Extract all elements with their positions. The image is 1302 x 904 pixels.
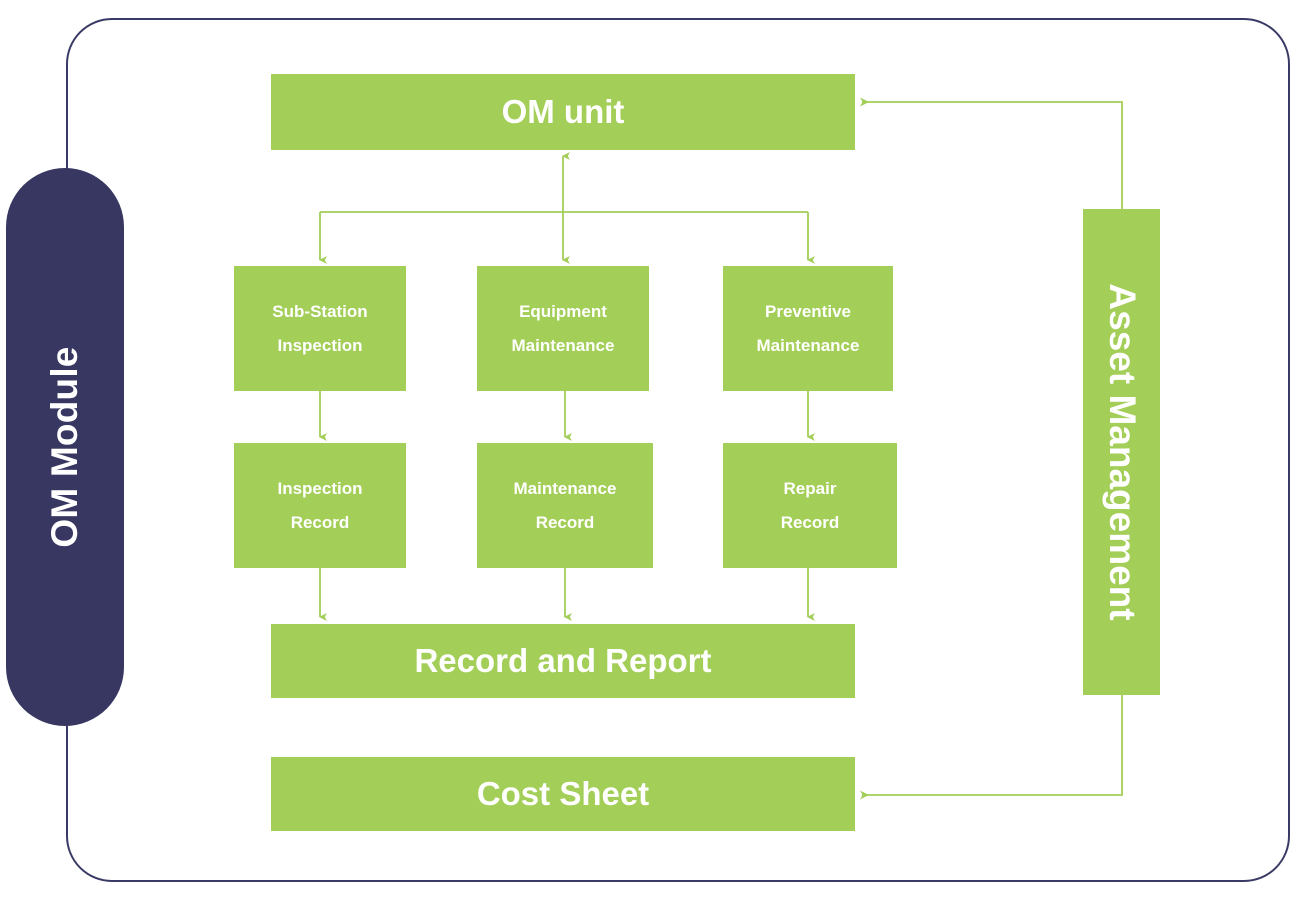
node-maintenance-record[interactable]: Maintenance Record — [477, 443, 653, 568]
node-record-and-report[interactable]: Record and Report — [271, 624, 855, 698]
node-record-and-report-label: Record and Report — [414, 641, 712, 679]
node-cost-sheet[interactable]: Cost Sheet — [271, 757, 855, 831]
node-preventive-maintenance-line1: Preventive — [764, 301, 851, 321]
node-equipment-maintenance-line1: Equipment — [519, 301, 607, 321]
node-om-unit[interactable]: OM unit — [271, 74, 855, 150]
node-repair-record-line1: Repair — [783, 478, 837, 498]
node-preventive-maintenance[interactable]: Preventive Maintenance — [723, 266, 893, 391]
node-equipment-maintenance-line2: Maintenance — [511, 335, 615, 355]
node-asset-management[interactable]: Asset Management — [1083, 209, 1160, 695]
node-preventive-maintenance-line2: Maintenance — [756, 335, 860, 355]
node-om-unit-label: OM unit — [501, 92, 625, 130]
om-module-label: OM Module — [44, 346, 85, 548]
node-sub-station-inspection-line1: Sub-Station — [272, 301, 368, 321]
node-cost-sheet-label: Cost Sheet — [476, 774, 650, 812]
node-repair-record[interactable]: Repair Record — [723, 443, 897, 568]
node-inspection-record-line2: Record — [290, 512, 350, 532]
node-equipment-maintenance[interactable]: Equipment Maintenance — [477, 266, 649, 391]
node-repair-record-line2: Record — [780, 512, 840, 532]
node-maintenance-record-line2: Record — [535, 512, 595, 532]
node-asset-management-label: Asset Management — [1101, 283, 1143, 621]
om-module-pill: OM Module — [6, 168, 124, 726]
node-inspection-record-line1: Inspection — [277, 478, 363, 498]
node-sub-station-inspection[interactable]: Sub-Station Inspection — [234, 266, 406, 391]
node-inspection-record[interactable]: Inspection Record — [234, 443, 406, 568]
node-sub-station-inspection-line2: Inspection — [277, 335, 363, 355]
node-maintenance-record-line1: Maintenance — [513, 478, 617, 498]
